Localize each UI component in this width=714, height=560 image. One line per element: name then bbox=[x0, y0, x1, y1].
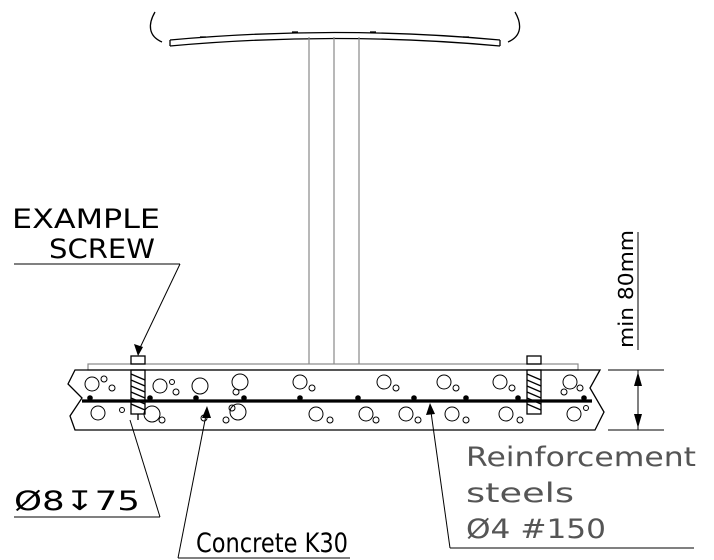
aggregate-stone bbox=[436, 374, 452, 390]
aggregate-stone bbox=[100, 375, 108, 383]
anchor-screw-right bbox=[526, 355, 542, 415]
dimension-min-80mm bbox=[608, 232, 664, 431]
aggregate-stone bbox=[152, 378, 168, 394]
leader-example-screw bbox=[14, 263, 181, 356]
aggregate-stone bbox=[231, 373, 249, 391]
aggregate-stone bbox=[228, 404, 236, 412]
rebar-section-dot bbox=[463, 395, 469, 401]
aggregate-stone bbox=[158, 416, 166, 424]
aggregate-stone bbox=[326, 416, 334, 424]
label-example: EXAMPLE bbox=[12, 204, 160, 235]
aggregate-stone bbox=[560, 388, 568, 396]
aggregate-stone bbox=[492, 374, 508, 390]
aggregate-stone bbox=[308, 406, 324, 422]
rebar-section-dot bbox=[355, 395, 361, 401]
aggregate-stone bbox=[84, 376, 100, 392]
aggregate-stone bbox=[191, 377, 209, 395]
post bbox=[308, 37, 360, 364]
label-concrete: Concrete K30 bbox=[196, 528, 348, 559]
aggregate bbox=[84, 373, 589, 424]
anchor-screw-left bbox=[130, 355, 146, 420]
aggregate-stone bbox=[372, 416, 380, 424]
seat-top bbox=[149, 11, 521, 47]
aggregate-stone bbox=[452, 384, 460, 392]
aggregate-stone bbox=[562, 374, 578, 390]
label-rebar-spec: Ø4 #150 bbox=[466, 514, 606, 545]
aggregate-stone bbox=[232, 388, 240, 396]
rebar-section-dot bbox=[147, 395, 153, 401]
aggregate-stone bbox=[90, 405, 106, 421]
rebar-section-dot bbox=[87, 395, 93, 401]
aggregate-stone bbox=[172, 388, 180, 396]
aggregate-stone bbox=[292, 374, 308, 390]
leader-concrete bbox=[177, 406, 350, 559]
aggregate-stone bbox=[229, 403, 247, 421]
aggregate-stone bbox=[444, 406, 460, 422]
aggregate-stone bbox=[108, 384, 116, 392]
aggregate-stone bbox=[398, 406, 414, 422]
rebar-section-dot bbox=[297, 395, 303, 401]
aggregate-stone bbox=[576, 384, 584, 392]
aggregate-stone bbox=[376, 374, 392, 390]
aggregate-stone bbox=[414, 416, 422, 424]
label-bolt-spec: Ø8↧75 bbox=[14, 486, 140, 517]
rebar-section-dot bbox=[193, 395, 199, 401]
rebar-section-dot bbox=[515, 395, 521, 401]
concrete-slab bbox=[67, 369, 605, 431]
aggregate-stone bbox=[308, 384, 316, 392]
label-reinforcement: Reinforcement bbox=[466, 442, 696, 473]
aggregate-stone bbox=[583, 405, 589, 411]
aggregate-stone bbox=[508, 384, 516, 392]
aggregate-stone bbox=[358, 406, 374, 422]
aggregate-stone bbox=[169, 379, 175, 385]
leader-reinforcement bbox=[426, 403, 694, 549]
aggregate-stone bbox=[392, 384, 400, 392]
aggregate-stone bbox=[498, 406, 514, 422]
aggregate-stone bbox=[143, 405, 161, 423]
leader-bolt bbox=[14, 419, 161, 518]
label-screw: SCREW bbox=[49, 234, 155, 265]
aggregate-stone bbox=[222, 416, 230, 424]
rebar-section-dot bbox=[581, 395, 587, 401]
label-steels: steels bbox=[466, 478, 574, 509]
rebar-section-dot bbox=[241, 395, 247, 401]
rebar-section-dot bbox=[411, 395, 417, 401]
aggregate-stone bbox=[566, 406, 582, 422]
aggregate-stone bbox=[462, 416, 470, 424]
base-plate bbox=[87, 363, 579, 371]
aggregate-stone bbox=[119, 407, 125, 413]
reinforcement-bar bbox=[82, 395, 592, 403]
aggregate-stone bbox=[516, 416, 524, 424]
label-min-80mm: min 80mm bbox=[614, 230, 638, 348]
